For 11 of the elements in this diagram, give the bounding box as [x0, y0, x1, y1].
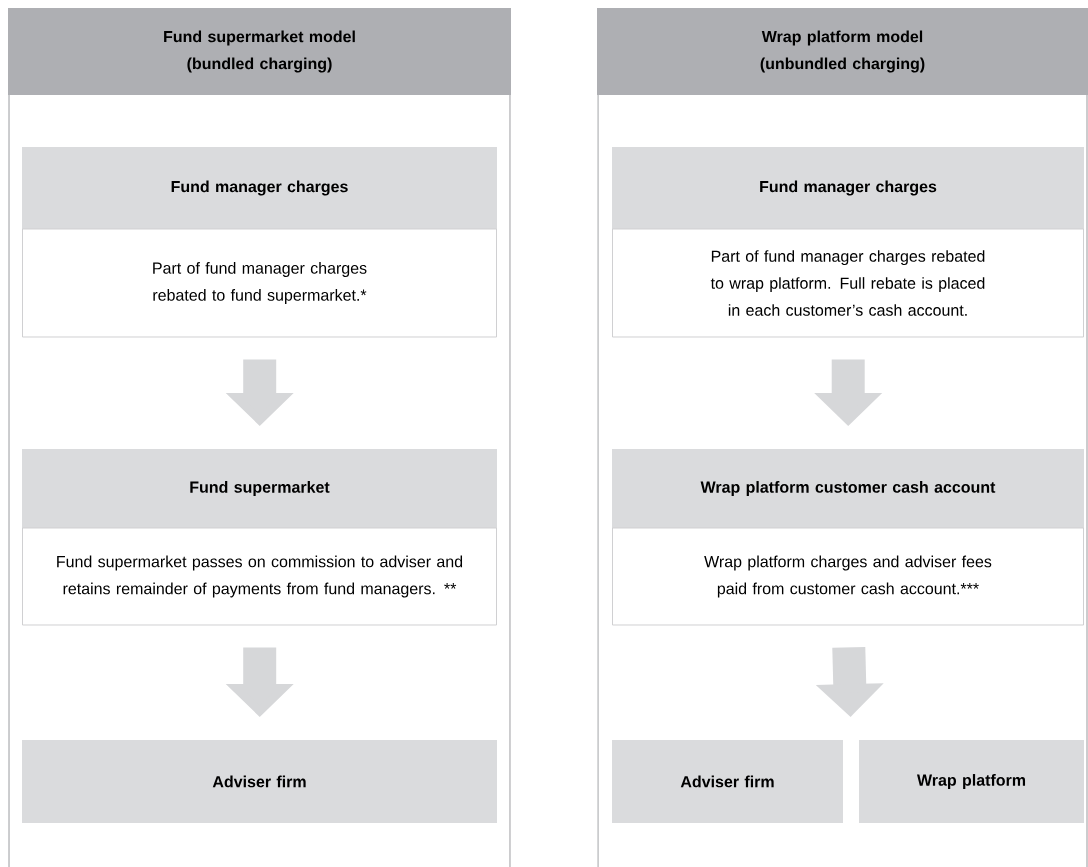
flow-box: Adviser firm — [612, 740, 843, 823]
flow-box: Fund supermarket Fund supermarket passes on commission to adviser and retains remainder of payments from fund managers. ** — [22, 449, 497, 626]
flow-box: Adviser firm — [22, 740, 497, 823]
node-label: Fund manager charges — [760, 180, 937, 196]
flow-box: Wrap platform — [859, 740, 1084, 823]
node-label: Fund supermarket — [190, 481, 330, 496]
flow-box: Fund manager charges Part of fund manager charges rebated to fund supermarket.* — [22, 147, 497, 338]
node-label: Fund manager charges — [171, 180, 348, 196]
flow-box: Fund manager charges Part of fund manager charges rebated to wrap platform. Full rebate is placed in each customer’s cash account. — [612, 147, 1084, 338]
flow-box: Wrap platform customer cash account Wrap platform charges and adviser fees paid from customer cash account.*** — [612, 449, 1084, 626]
node-label: Wrap platform customer cash account — [700, 481, 996, 496]
